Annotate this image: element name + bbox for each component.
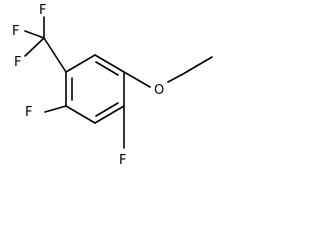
ring-fluorine-lower-label: F bbox=[119, 153, 126, 168]
ring-bond-top-left bbox=[65, 54, 96, 73]
ether-oxygen-label: O bbox=[154, 83, 164, 98]
oxygen-to-ch2-bond bbox=[167, 73, 184, 83]
trifluoromethyl-group: F F F bbox=[12, 3, 67, 73]
ring-to-f-upper-bond bbox=[44, 105, 67, 113]
cf3-bond-left bbox=[24, 37, 45, 57]
ch2-to-ch3-bond bbox=[182, 56, 213, 75]
chemical-structure-diagram: F F F F F O bbox=[12, 3, 213, 168]
ring-double-bond-bottom-right bbox=[95, 102, 119, 117]
cf3-fluorine-top-label: F bbox=[39, 3, 46, 18]
ring-fluorine-upper-label: F bbox=[25, 105, 32, 120]
cf3-bond-right bbox=[24, 30, 45, 39]
ring-bond-bottom-right bbox=[94, 105, 125, 124]
cf3-fluorine-left-label: F bbox=[14, 55, 21, 70]
ethoxy-group: O bbox=[123, 56, 213, 98]
ring-to-oxygen-bond bbox=[123, 71, 151, 88]
ring-to-cf3-bond bbox=[43, 37, 67, 73]
ring-fluorines: F F bbox=[25, 105, 126, 168]
ring-bond-top-right bbox=[94, 54, 125, 73]
benzene-ring bbox=[65, 54, 125, 124]
ring-bond-bottom-left bbox=[65, 105, 96, 124]
cf3-fluorine-right-label: F bbox=[12, 24, 19, 39]
ring-double-bond-top-right bbox=[95, 61, 119, 76]
